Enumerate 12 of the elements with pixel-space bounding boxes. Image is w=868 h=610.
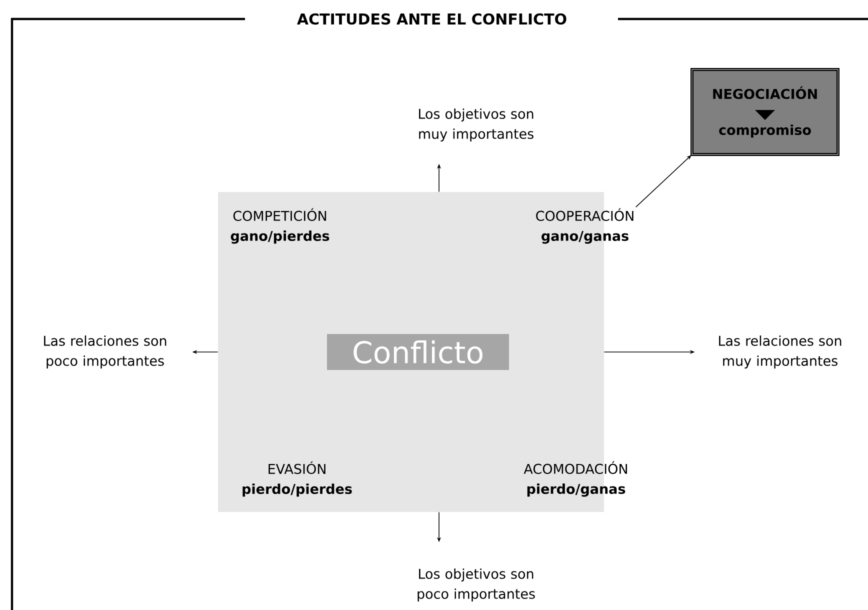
axis-label: Las relaciones son poco importantes (44, 335, 166, 369)
center-box: Conflicto (327, 334, 509, 370)
quadrant-label: ACOMODACIÓN pierdo/ganas (524, 461, 627, 497)
quadrant-label: EVASIÓN pierdo/pierdes (242, 461, 352, 497)
axis-label: Los objetivos son poco importantes (418, 568, 535, 602)
quadrant-label: COMPETICIÓN gano/pierdes (230, 208, 330, 244)
title: ACTITUDES ANTE EL CONFLICTO (297, 13, 566, 25)
axis-label: Las relaciones son muy importantes (719, 335, 842, 369)
result-box: NEGOCIACIÓN compromiso (690, 68, 840, 156)
axis-label: Los objetivos son muy importantes (419, 108, 534, 142)
quadrant-label: COOPERACIÓN gano/ganas (536, 208, 634, 244)
arrow (635, 155, 692, 208)
